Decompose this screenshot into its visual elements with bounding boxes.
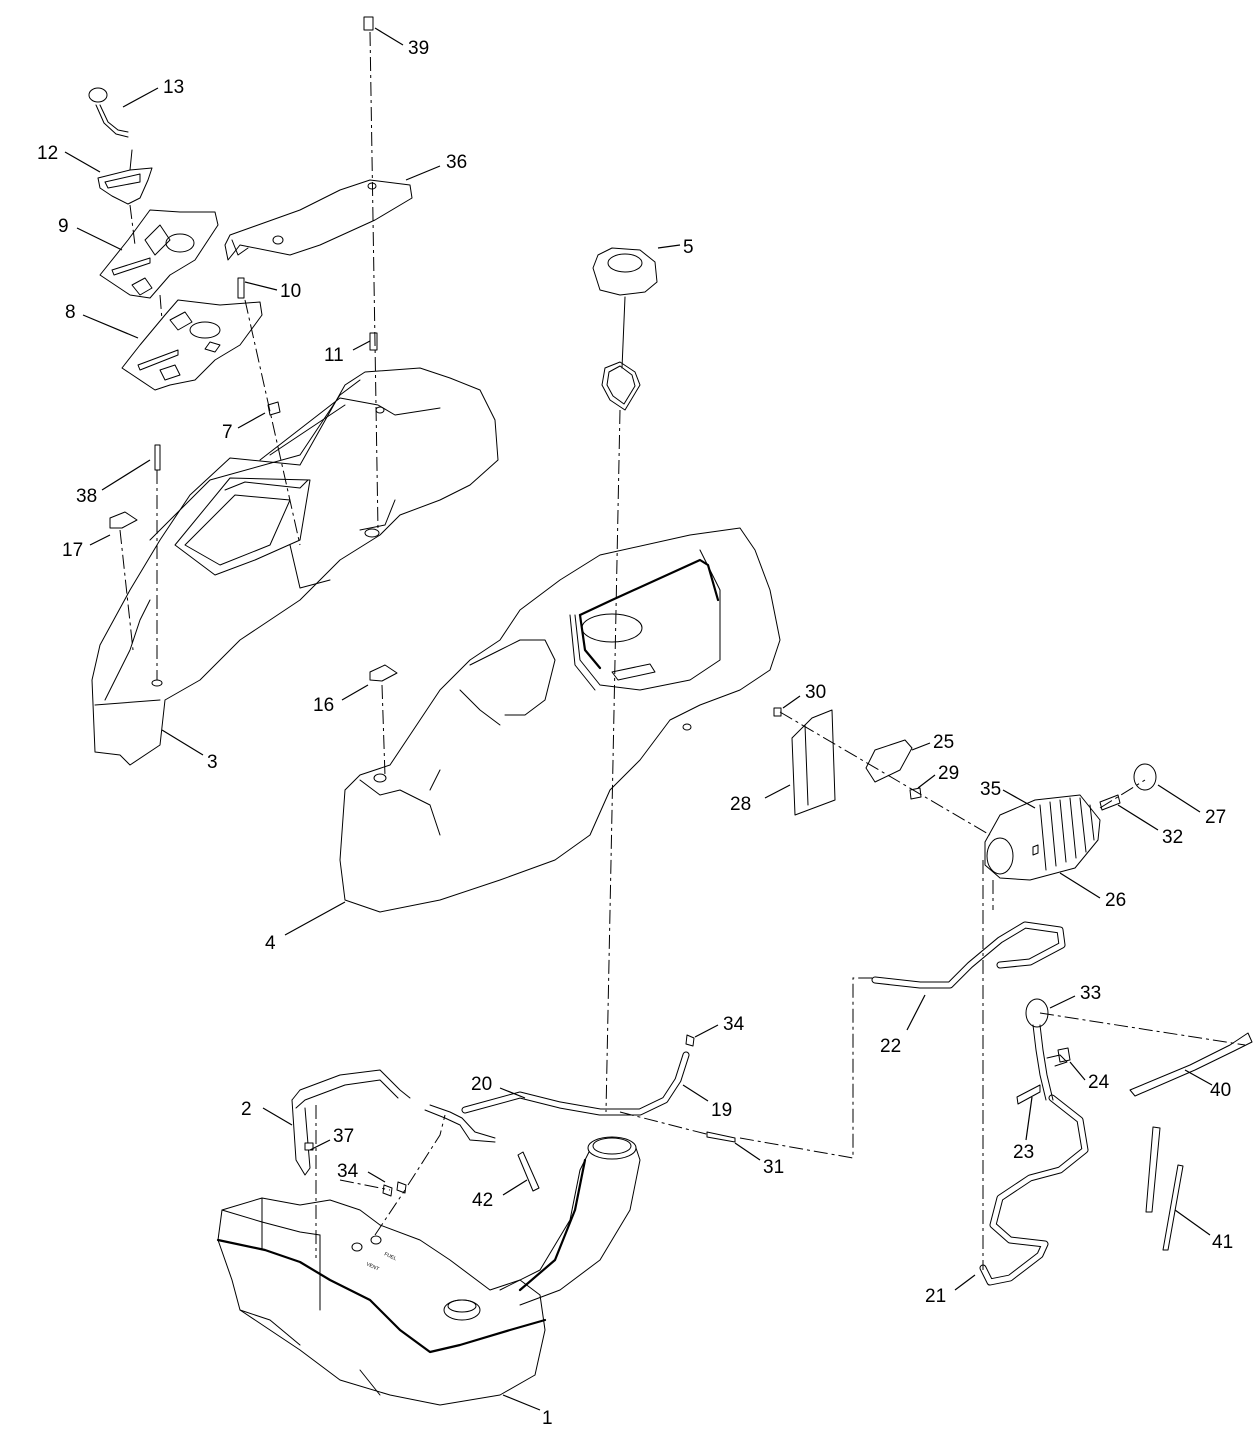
callout-35: 35: [980, 779, 1001, 800]
callout-26: 26: [1105, 890, 1126, 911]
fitting: [706, 1131, 736, 1143]
fuel-line: [424, 1051, 690, 1143]
callout-24: 24: [1088, 1072, 1110, 1093]
fuel-marking: FUEL: [383, 1251, 397, 1262]
assembly-lines: [119, 31, 1246, 1270]
callout-9: 9: [58, 216, 69, 237]
tank-cover: [339, 527, 781, 913]
callout-39: 39: [408, 38, 429, 59]
clip-7: [267, 401, 281, 416]
callout-20: 20: [471, 1074, 492, 1095]
callout-41: 41: [1212, 1232, 1233, 1253]
callout-8: 8: [65, 302, 76, 323]
callout-31: 31: [763, 1157, 784, 1178]
bumper-17: [109, 511, 138, 529]
strap-41b: [1162, 1164, 1184, 1251]
callout-34-upper: 34: [723, 1014, 745, 1035]
callout-3: 3: [207, 752, 218, 773]
valve-assembly: [1016, 998, 1071, 1105]
fuel-tank: FUEL VENT: [216, 1197, 547, 1406]
control-plate-lower: [121, 299, 263, 391]
callout-32: 32: [1162, 827, 1183, 848]
callout-22: 22: [880, 1036, 901, 1057]
clamp-lower-2: [396, 1181, 407, 1194]
callout-37: 37: [333, 1126, 354, 1147]
throttle-knob: [88, 87, 129, 138]
vent-hose-21: [979, 1094, 1089, 1286]
callout-16: 16: [313, 695, 334, 716]
pin: [517, 1151, 540, 1192]
callout-leaders: [64, 27, 1213, 1411]
hose-bracket: [865, 739, 913, 783]
screw-39: [363, 16, 374, 31]
brace-bracket: [291, 1069, 411, 1176]
control-plate-upper: [99, 209, 219, 299]
callout-7: 7: [222, 422, 233, 443]
callout-33: 33: [1080, 983, 1101, 1004]
strap-41a: [1145, 1126, 1161, 1213]
vent-hose-22: [871, 921, 1066, 989]
callout-21: 21: [925, 1286, 946, 1307]
callout-23: 23: [1013, 1142, 1034, 1163]
charcoal-canister: [984, 794, 1101, 881]
callout-5: 5: [683, 237, 694, 258]
callout-4: 4: [265, 933, 276, 954]
callout-40: 40: [1210, 1080, 1231, 1101]
callout-28: 28: [730, 794, 751, 815]
throttle-control: [97, 149, 153, 205]
screw-29: [909, 787, 922, 800]
vent-marking: VENT: [365, 1261, 380, 1272]
bolt-38: [154, 444, 161, 471]
bumper-16: [369, 664, 398, 682]
callout-labels: 1 2 3 4 5 7 8 9 10 11 12 13 16 17 19 20 …: [37, 38, 1233, 1429]
callout-19: 19: [711, 1100, 732, 1121]
callout-2: 2: [241, 1099, 252, 1120]
callout-25: 25: [933, 732, 954, 753]
callout-10: 10: [280, 281, 301, 302]
callout-13: 13: [163, 77, 184, 98]
top-panel: [224, 179, 413, 261]
screw-10: [237, 277, 245, 299]
console-shroud: [91, 367, 499, 766]
callout-27: 27: [1205, 807, 1226, 828]
rod-40: [1129, 1032, 1253, 1097]
callout-30: 30: [805, 682, 826, 703]
callout-38: 38: [76, 486, 97, 507]
callout-17: 17: [62, 540, 83, 561]
callout-29: 29: [938, 763, 959, 784]
callout-36: 36: [446, 152, 467, 173]
screw-11: [369, 332, 378, 351]
clamp-lower: [382, 1184, 393, 1197]
filler-neck: [499, 1136, 641, 1306]
callout-12: 12: [37, 143, 58, 164]
callout-34-lower: 34: [337, 1161, 359, 1182]
clamp-upper: [685, 1034, 695, 1047]
mount-bracket: [791, 709, 836, 816]
callout-1: 1: [542, 1408, 553, 1429]
nut-30: [773, 707, 782, 717]
fuel-cap: [592, 247, 658, 411]
callout-42: 42: [472, 1190, 493, 1211]
cap-27: [1133, 763, 1157, 791]
screw: [304, 1142, 314, 1151]
callout-11: 11: [324, 345, 344, 366]
